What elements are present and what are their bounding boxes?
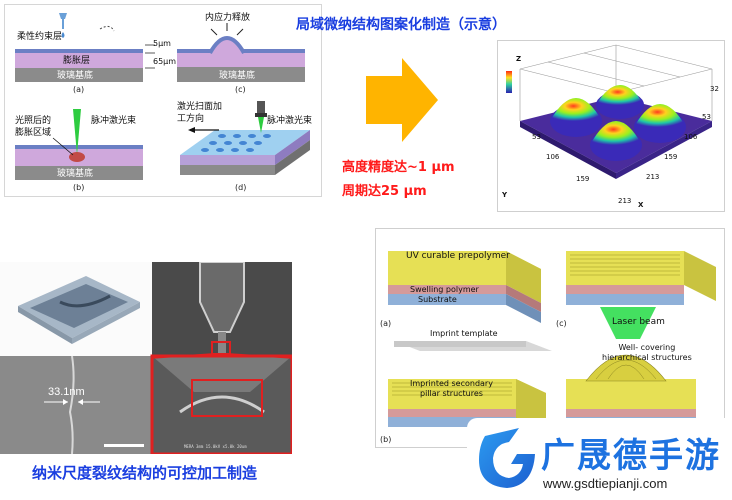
- caption-a-right: (a): [380, 319, 392, 328]
- tick-left-106: 106: [546, 153, 560, 161]
- precision-text: 高度精度达~1 μm: [342, 160, 455, 175]
- caption-b: (b): [73, 183, 85, 192]
- label-laser-beam: Laser beam: [612, 317, 665, 327]
- brand-logo-icon: [479, 428, 535, 488]
- label-pulse-laser-d: 脉冲激光束: [267, 116, 313, 126]
- schematic-panel: 柔性约束层 膨胀层 玻璃基底 5μm 65μm (a) 内应力释放 玻璃基底 (…: [4, 4, 322, 197]
- label-lit-region: 光照后的 膨胀区域: [15, 116, 52, 138]
- tick-left-213: 213: [618, 197, 632, 205]
- label-stress-release: 内应力释放: [205, 13, 251, 23]
- period-text: 周期达25 μm: [342, 184, 427, 199]
- schematic-drawing: [15, 13, 310, 180]
- measurement-label: 33.1nm: [48, 386, 85, 398]
- y-axis-label: Y: [502, 191, 508, 199]
- sem-footer-text: MERA 3mm 15.0kV x5.0k 20um: [184, 444, 247, 449]
- tick-right-106: 106: [684, 133, 698, 141]
- label-scan-direction: 激光扫面加 工方向: [177, 102, 223, 124]
- label-uv-prepolymer: UV curable prepolymer: [406, 251, 510, 261]
- tick-right-53: 53: [702, 113, 711, 121]
- label-glass-substrate-a: 玻璃基底: [57, 71, 94, 81]
- tick-right-32: 32: [710, 85, 719, 93]
- label-65um: 65μm: [153, 57, 177, 66]
- tick-left-159: 159: [576, 175, 590, 183]
- bottom-caption: 纳米尺度裂纹结构的可控加工制造: [32, 464, 258, 482]
- label-pulse-laser-b: 脉冲激光束: [91, 116, 137, 126]
- label-5um: 5μm: [153, 39, 171, 48]
- watermark-box: 广晟德手游 www.gsdtiepianji.com: [467, 418, 732, 500]
- label-substrate: Substrate: [418, 295, 457, 304]
- top-title: 局域微纳结构图案化制造（示意）: [296, 17, 506, 33]
- collage-drawing: [0, 262, 292, 454]
- label-glass-substrate-c: 玻璃基底: [219, 71, 256, 81]
- surface-plot: [506, 44, 713, 179]
- crack-image-collage: 33.1nm MERA 3mm 15.0kV x5.0k 20um: [0, 262, 292, 454]
- label-swelling-polymer: Swelling polymer: [410, 285, 479, 294]
- hierarchical-drawing: [388, 251, 716, 437]
- label-well-covering: Well- covering hierarchical structures: [602, 343, 692, 362]
- label-glass-substrate-b: 玻璃基底: [57, 169, 94, 179]
- z-axis-label: Z: [516, 55, 522, 63]
- hierarchical-structure-panel: UV curable prepolymer Swelling polymer S…: [375, 228, 725, 448]
- caption-c: (c): [235, 85, 246, 94]
- brand-url: www.gsdtiepianji.com: [543, 476, 668, 491]
- label-constraint-layer: 柔性约束层: [17, 32, 63, 42]
- caption-a: (a): [73, 85, 85, 94]
- right-arrow-icon: [366, 58, 438, 142]
- caption-d: (d): [235, 183, 247, 192]
- surface-plot-panel: Z Y X 53 106 159 213 32 53 106 159 213: [497, 40, 725, 212]
- label-imprint-template: Imprint template: [430, 329, 498, 338]
- caption-c-right: (c): [556, 319, 567, 328]
- label-imprinted-pillars: Imprinted secondary pillar structures: [410, 379, 493, 398]
- caption-b-right: (b): [380, 435, 392, 444]
- label-expansion-layer: 膨胀层: [63, 56, 91, 66]
- brand-name: 广晟德手游: [541, 436, 721, 476]
- tick-left-53: 53: [532, 133, 541, 141]
- tick-right-213: 213: [646, 173, 660, 181]
- x-axis-label: X: [638, 201, 644, 209]
- tick-right-159: 159: [664, 153, 678, 161]
